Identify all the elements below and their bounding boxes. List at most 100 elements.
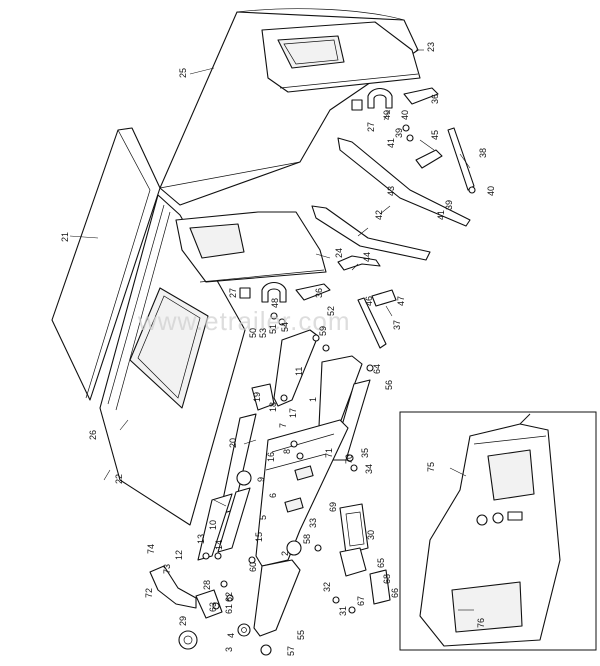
callout-28: 28 bbox=[202, 580, 212, 590]
leader-lines bbox=[69, 49, 474, 611]
callout-27a: 27 bbox=[366, 122, 376, 132]
callout-21: 21 bbox=[60, 232, 70, 242]
callout-33: 33 bbox=[308, 518, 318, 528]
callout-42: 42 bbox=[374, 210, 384, 220]
callout-47: 47 bbox=[396, 296, 406, 306]
callout-50: 50 bbox=[248, 328, 258, 338]
callout-63: 63 bbox=[208, 602, 218, 612]
handle-72-73 bbox=[149, 565, 197, 609]
panel-55 bbox=[253, 559, 301, 637]
callout-41b: 41 bbox=[436, 210, 446, 220]
callout-41a: 41 bbox=[386, 138, 396, 148]
callout-49: 49 bbox=[382, 110, 392, 120]
upper-bracket-45 bbox=[415, 149, 443, 169]
callout-72: 72 bbox=[144, 588, 154, 598]
callout-73: 73 bbox=[162, 564, 172, 574]
callout-48: 48 bbox=[270, 298, 280, 308]
callout-3: 3 bbox=[224, 647, 234, 652]
watermark-text: www.etrailer.com bbox=[137, 306, 351, 336]
upper-handle-set bbox=[351, 87, 439, 142]
callout-10: 10 bbox=[208, 520, 218, 530]
callout-2: 2 bbox=[280, 551, 290, 556]
callout-7: 7 bbox=[278, 423, 288, 428]
rear-cap-window-panel bbox=[261, 21, 421, 93]
detail-inset bbox=[399, 411, 597, 651]
callout-51: 51 bbox=[268, 324, 278, 334]
callout-36b: 36 bbox=[314, 288, 324, 298]
callout-16: 16 bbox=[266, 452, 276, 462]
callout-59: 59 bbox=[318, 326, 328, 336]
callout-53: 53 bbox=[258, 328, 268, 338]
rail-37 bbox=[357, 297, 387, 349]
callout-1: 1 bbox=[308, 397, 318, 402]
callout-31: 31 bbox=[338, 606, 348, 616]
callout-37: 37 bbox=[392, 320, 402, 330]
callout-8: 8 bbox=[282, 449, 292, 454]
callout-58: 58 bbox=[302, 534, 312, 544]
fastener-set bbox=[202, 334, 374, 614]
callout-75: 75 bbox=[426, 462, 436, 472]
callout-5: 5 bbox=[258, 515, 268, 520]
callout-26: 26 bbox=[88, 430, 98, 440]
callout-38: 38 bbox=[478, 148, 488, 158]
hinge-28-29 bbox=[178, 589, 223, 650]
latch-65-66 bbox=[339, 547, 391, 605]
callout-62: 62 bbox=[224, 592, 234, 602]
callout-46: 46 bbox=[364, 296, 374, 306]
callout-39b: 39 bbox=[444, 200, 454, 210]
latch-30 bbox=[339, 503, 369, 555]
callout-56: 56 bbox=[384, 380, 394, 390]
callout-76: 76 bbox=[476, 618, 486, 628]
callout-24: 24 bbox=[334, 248, 344, 258]
bracket-46-47 bbox=[371, 289, 397, 307]
callout-23: 23 bbox=[426, 42, 436, 52]
callout-69: 69 bbox=[328, 502, 338, 512]
upper-window-section bbox=[175, 211, 327, 283]
callout-43: 43 bbox=[386, 186, 396, 196]
callout-35: 35 bbox=[360, 448, 370, 458]
callout-13: 13 bbox=[196, 534, 206, 544]
callout-55: 55 bbox=[296, 630, 306, 640]
bracket-19-18 bbox=[251, 383, 275, 411]
callout-17: 17 bbox=[288, 408, 298, 418]
callout-12: 12 bbox=[174, 550, 184, 560]
hardware-3-4 bbox=[237, 623, 272, 656]
callout-44: 44 bbox=[362, 252, 372, 262]
callout-66: 66 bbox=[390, 588, 400, 598]
callout-25: 25 bbox=[178, 68, 188, 78]
lower-handle-set bbox=[239, 281, 331, 326]
upper-rail-38 bbox=[447, 127, 476, 194]
trim-strip-lower bbox=[311, 205, 431, 261]
callout-74: 74 bbox=[146, 544, 156, 554]
callout-34: 34 bbox=[364, 464, 374, 474]
callout-52: 52 bbox=[326, 306, 336, 316]
callout-11: 11 bbox=[294, 367, 304, 376]
callout-30: 30 bbox=[366, 530, 376, 540]
callout-40a: 40 bbox=[400, 110, 410, 120]
callout-19: 19 bbox=[252, 392, 262, 402]
knob-2-9 bbox=[236, 470, 302, 556]
callout-65: 65 bbox=[376, 558, 386, 568]
callout-45: 45 bbox=[430, 130, 440, 140]
callout-18: 18 bbox=[268, 402, 278, 412]
callout-36a: 36 bbox=[430, 94, 440, 104]
callout-71: 71 bbox=[324, 448, 334, 458]
callout-14: 14 bbox=[214, 540, 224, 550]
callout-57: 57 bbox=[286, 646, 296, 656]
callout-54: 54 bbox=[280, 322, 290, 332]
callout-67: 67 bbox=[356, 596, 366, 606]
callout-labels: 1 2 3 4 5 6 7 8 9 10 11 12 13 14 15 16 1… bbox=[60, 42, 496, 656]
callout-32: 32 bbox=[322, 582, 332, 592]
callout-70: 70 bbox=[344, 454, 354, 464]
lower-rail-44 bbox=[337, 255, 381, 271]
trim-strip-upper bbox=[337, 137, 471, 227]
strip-10-5 bbox=[197, 487, 251, 561]
callout-68: 68 bbox=[382, 574, 392, 584]
callout-64: 64 bbox=[372, 364, 382, 374]
callout-27b: 27 bbox=[228, 288, 238, 298]
callout-40b: 40 bbox=[486, 186, 496, 196]
callout-9: 9 bbox=[256, 477, 266, 482]
callout-29: 29 bbox=[178, 616, 188, 626]
callout-22: 22 bbox=[114, 474, 124, 484]
